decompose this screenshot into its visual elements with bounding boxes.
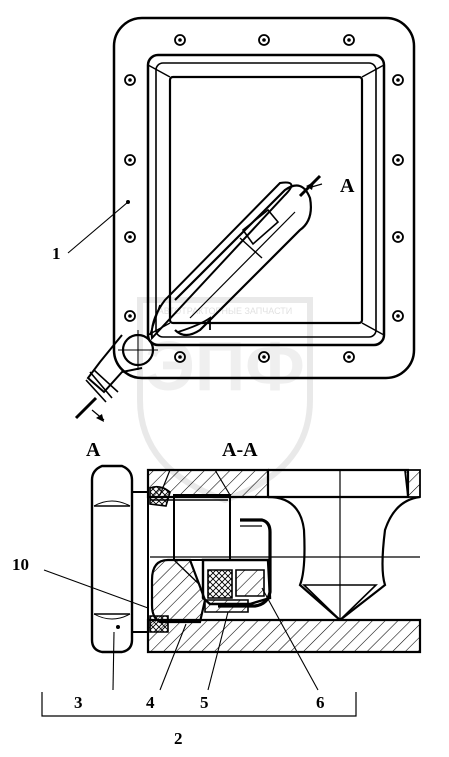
watermark-caption: АВТОТРАКТОРНЫЕ ЗАПЧАСТИ: [158, 306, 293, 316]
callout-1: 1: [52, 244, 61, 263]
bolt-hole-icon: [343, 351, 355, 363]
bolt-hole-icon: [258, 351, 270, 363]
bolt-hole-icon: [174, 351, 186, 363]
body-bottom-wall: [146, 618, 422, 654]
recess-inner: [168, 75, 364, 325]
callout-4: 4: [146, 693, 155, 712]
section-cut-mark-top: [298, 174, 323, 198]
section-mark-bottom-label: A: [86, 439, 101, 461]
bolt-hole-icon: [124, 231, 136, 243]
bolt-hole-icon: [174, 34, 186, 46]
bolt-hole-icon: [124, 74, 136, 86]
watermark: ЭПФ АВТОТРАКТОРНЫЕ ЗАПЧАСТИ: [137, 297, 313, 504]
bolt-hole-icon: [392, 74, 404, 86]
section-view-a-a: [41, 464, 422, 717]
plate-outline: [112, 16, 416, 380]
callout-10: 10: [12, 555, 29, 574]
section-cut-mark-bottom: [74, 396, 105, 422]
watermark-logo: ЭПФ: [145, 327, 305, 405]
callout-6: 6: [316, 693, 325, 712]
bolt-hole-icon: [392, 310, 404, 322]
section-title: A-A: [222, 439, 258, 461]
plug: [150, 558, 207, 624]
seal-cup: [201, 558, 272, 606]
bolt-holes: [124, 34, 404, 363]
callout-5: 5: [200, 693, 209, 712]
section-mark-top-label: A: [340, 175, 355, 197]
callout-3: 3: [74, 693, 83, 712]
lock-pivot: [85, 330, 158, 403]
spring-clip: [218, 518, 272, 608]
bolt-hole-icon: [392, 231, 404, 243]
bolt-hole-icon: [124, 310, 136, 322]
callout-2: 2: [174, 729, 183, 748]
bolt-hole-icon: [392, 154, 404, 166]
bolt-hole-icon: [343, 34, 355, 46]
bolt-hole-icon: [124, 154, 136, 166]
hatch-plate-top-view: [67, 16, 416, 422]
recess-outer: [146, 53, 386, 347]
bolt-hole-icon: [258, 34, 270, 46]
hex-nut: [90, 464, 134, 654]
recess-mid: [155, 62, 377, 338]
assembly-bracket: [41, 692, 357, 717]
handle-lever: [149, 181, 312, 341]
